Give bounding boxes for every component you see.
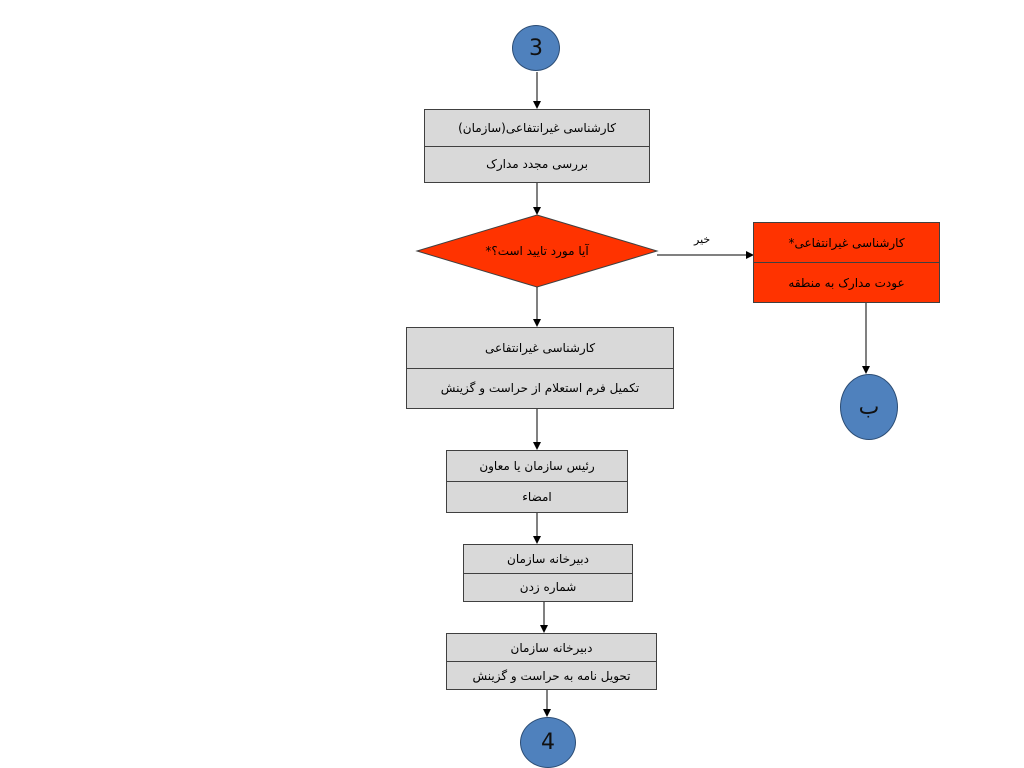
box-inquiry: کارشناسی غیرانتفاعی تکمیل فرم استعلام از…	[406, 327, 674, 409]
box-sign: رئیس سازمان یا معاون امضاء	[446, 450, 628, 513]
decision-question: آیا مورد تایید است؟*	[485, 244, 589, 258]
box-inquiry-role: کارشناسی غیرانتفاعی	[484, 340, 596, 355]
box-number: دبیرخانه سازمان شماره زدن	[463, 544, 633, 602]
box-return-docs-role: کارشناسی غیرانتفاعی*	[788, 235, 905, 250]
connector-start: 3	[512, 25, 560, 71]
box-inquiry-task: تکمیل فرم استعلام از حراست و گزینش	[407, 367, 673, 409]
box-sign-task: امضاء	[447, 481, 627, 512]
decision-no-label: خیر	[694, 233, 711, 246]
box-number-task: شماره زدن	[464, 572, 632, 602]
box-review-role: کارشناسی غیرانتفاعی(سازمان)	[458, 120, 616, 135]
box-deliver-role: دبیرخانه سازمان	[510, 640, 593, 655]
connector-end: 4	[520, 717, 576, 768]
box-deliver: دبیرخانه سازمان تحویل نامه به حراست و گز…	[446, 633, 657, 690]
connector-off-page: ب	[840, 374, 898, 440]
box-review-task: بررسی مجدد مدارک	[425, 145, 649, 183]
box-review: کارشناسی غیرانتفاعی(سازمان) بررسی مجدد م…	[424, 109, 650, 183]
box-return-docs: کارشناسی غیرانتفاعی* عودت مدارک به منطقه	[753, 222, 940, 303]
box-return-docs-task: عودت مدارک به منطقه	[754, 262, 939, 302]
box-number-role: دبیرخانه سازمان	[507, 551, 589, 566]
box-sign-role: رئیس سازمان یا معاون	[479, 459, 595, 473]
box-deliver-task: تحویل نامه به حراست و گزینش	[447, 661, 656, 689]
